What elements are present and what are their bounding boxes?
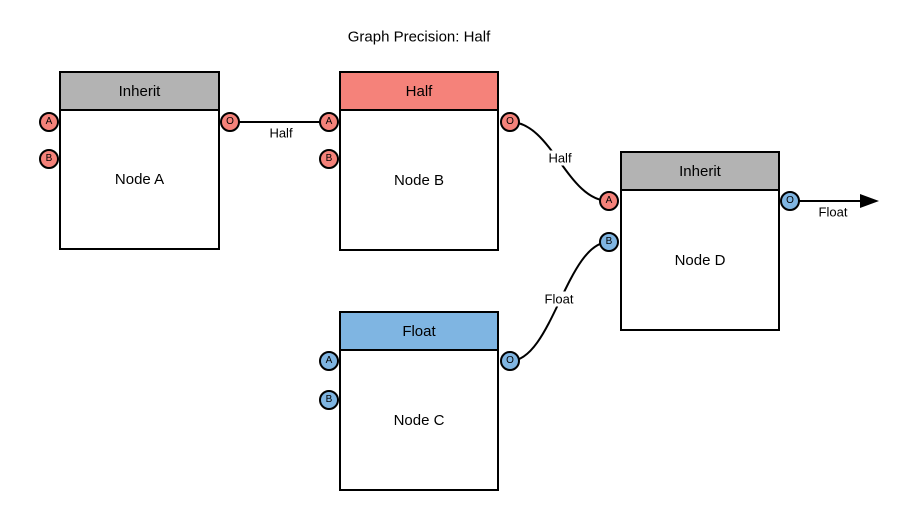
node-a-port-b: B xyxy=(39,149,59,169)
edge-label-c-to-d: Float xyxy=(542,291,576,307)
node-a-port-a: A xyxy=(39,112,59,132)
output-arrowhead-icon xyxy=(860,194,879,208)
diagram-title: Graph Precision: Half xyxy=(347,28,491,46)
edge-label-b-to-d: Half xyxy=(546,150,574,166)
node-a-port-o: O xyxy=(220,112,240,132)
edge-label-a-to-b: Half xyxy=(267,125,295,141)
node-c-port-o: O xyxy=(500,351,520,371)
edge-label-output: Float xyxy=(816,204,850,220)
node-c-port-a: A xyxy=(319,351,339,371)
node-d-precision-header: Inherit xyxy=(622,153,778,191)
node-b-port-o: O xyxy=(500,112,520,132)
node-a-precision-header: Inherit xyxy=(61,73,218,111)
node-b-title: Node B xyxy=(393,171,445,189)
node-d-port-b: B xyxy=(599,232,619,252)
node-d-title: Node D xyxy=(674,251,726,269)
node-a: Inherit Node A xyxy=(59,71,220,250)
node-a-title: Node A xyxy=(114,171,165,188)
node-c-port-b: B xyxy=(319,390,339,410)
node-c-title: Node C xyxy=(393,411,445,429)
node-d-port-o: O xyxy=(780,191,800,211)
node-d-port-a: A xyxy=(599,191,619,211)
node-c-precision-header: Float xyxy=(341,313,497,351)
node-b-port-b: B xyxy=(319,149,339,169)
node-b-port-a: A xyxy=(319,112,339,132)
node-b-precision-header: Half xyxy=(341,73,497,111)
node-b: Half Node B xyxy=(339,71,499,251)
node-c: Float Node C xyxy=(339,311,499,491)
node-d: Inherit Node D xyxy=(620,151,780,331)
